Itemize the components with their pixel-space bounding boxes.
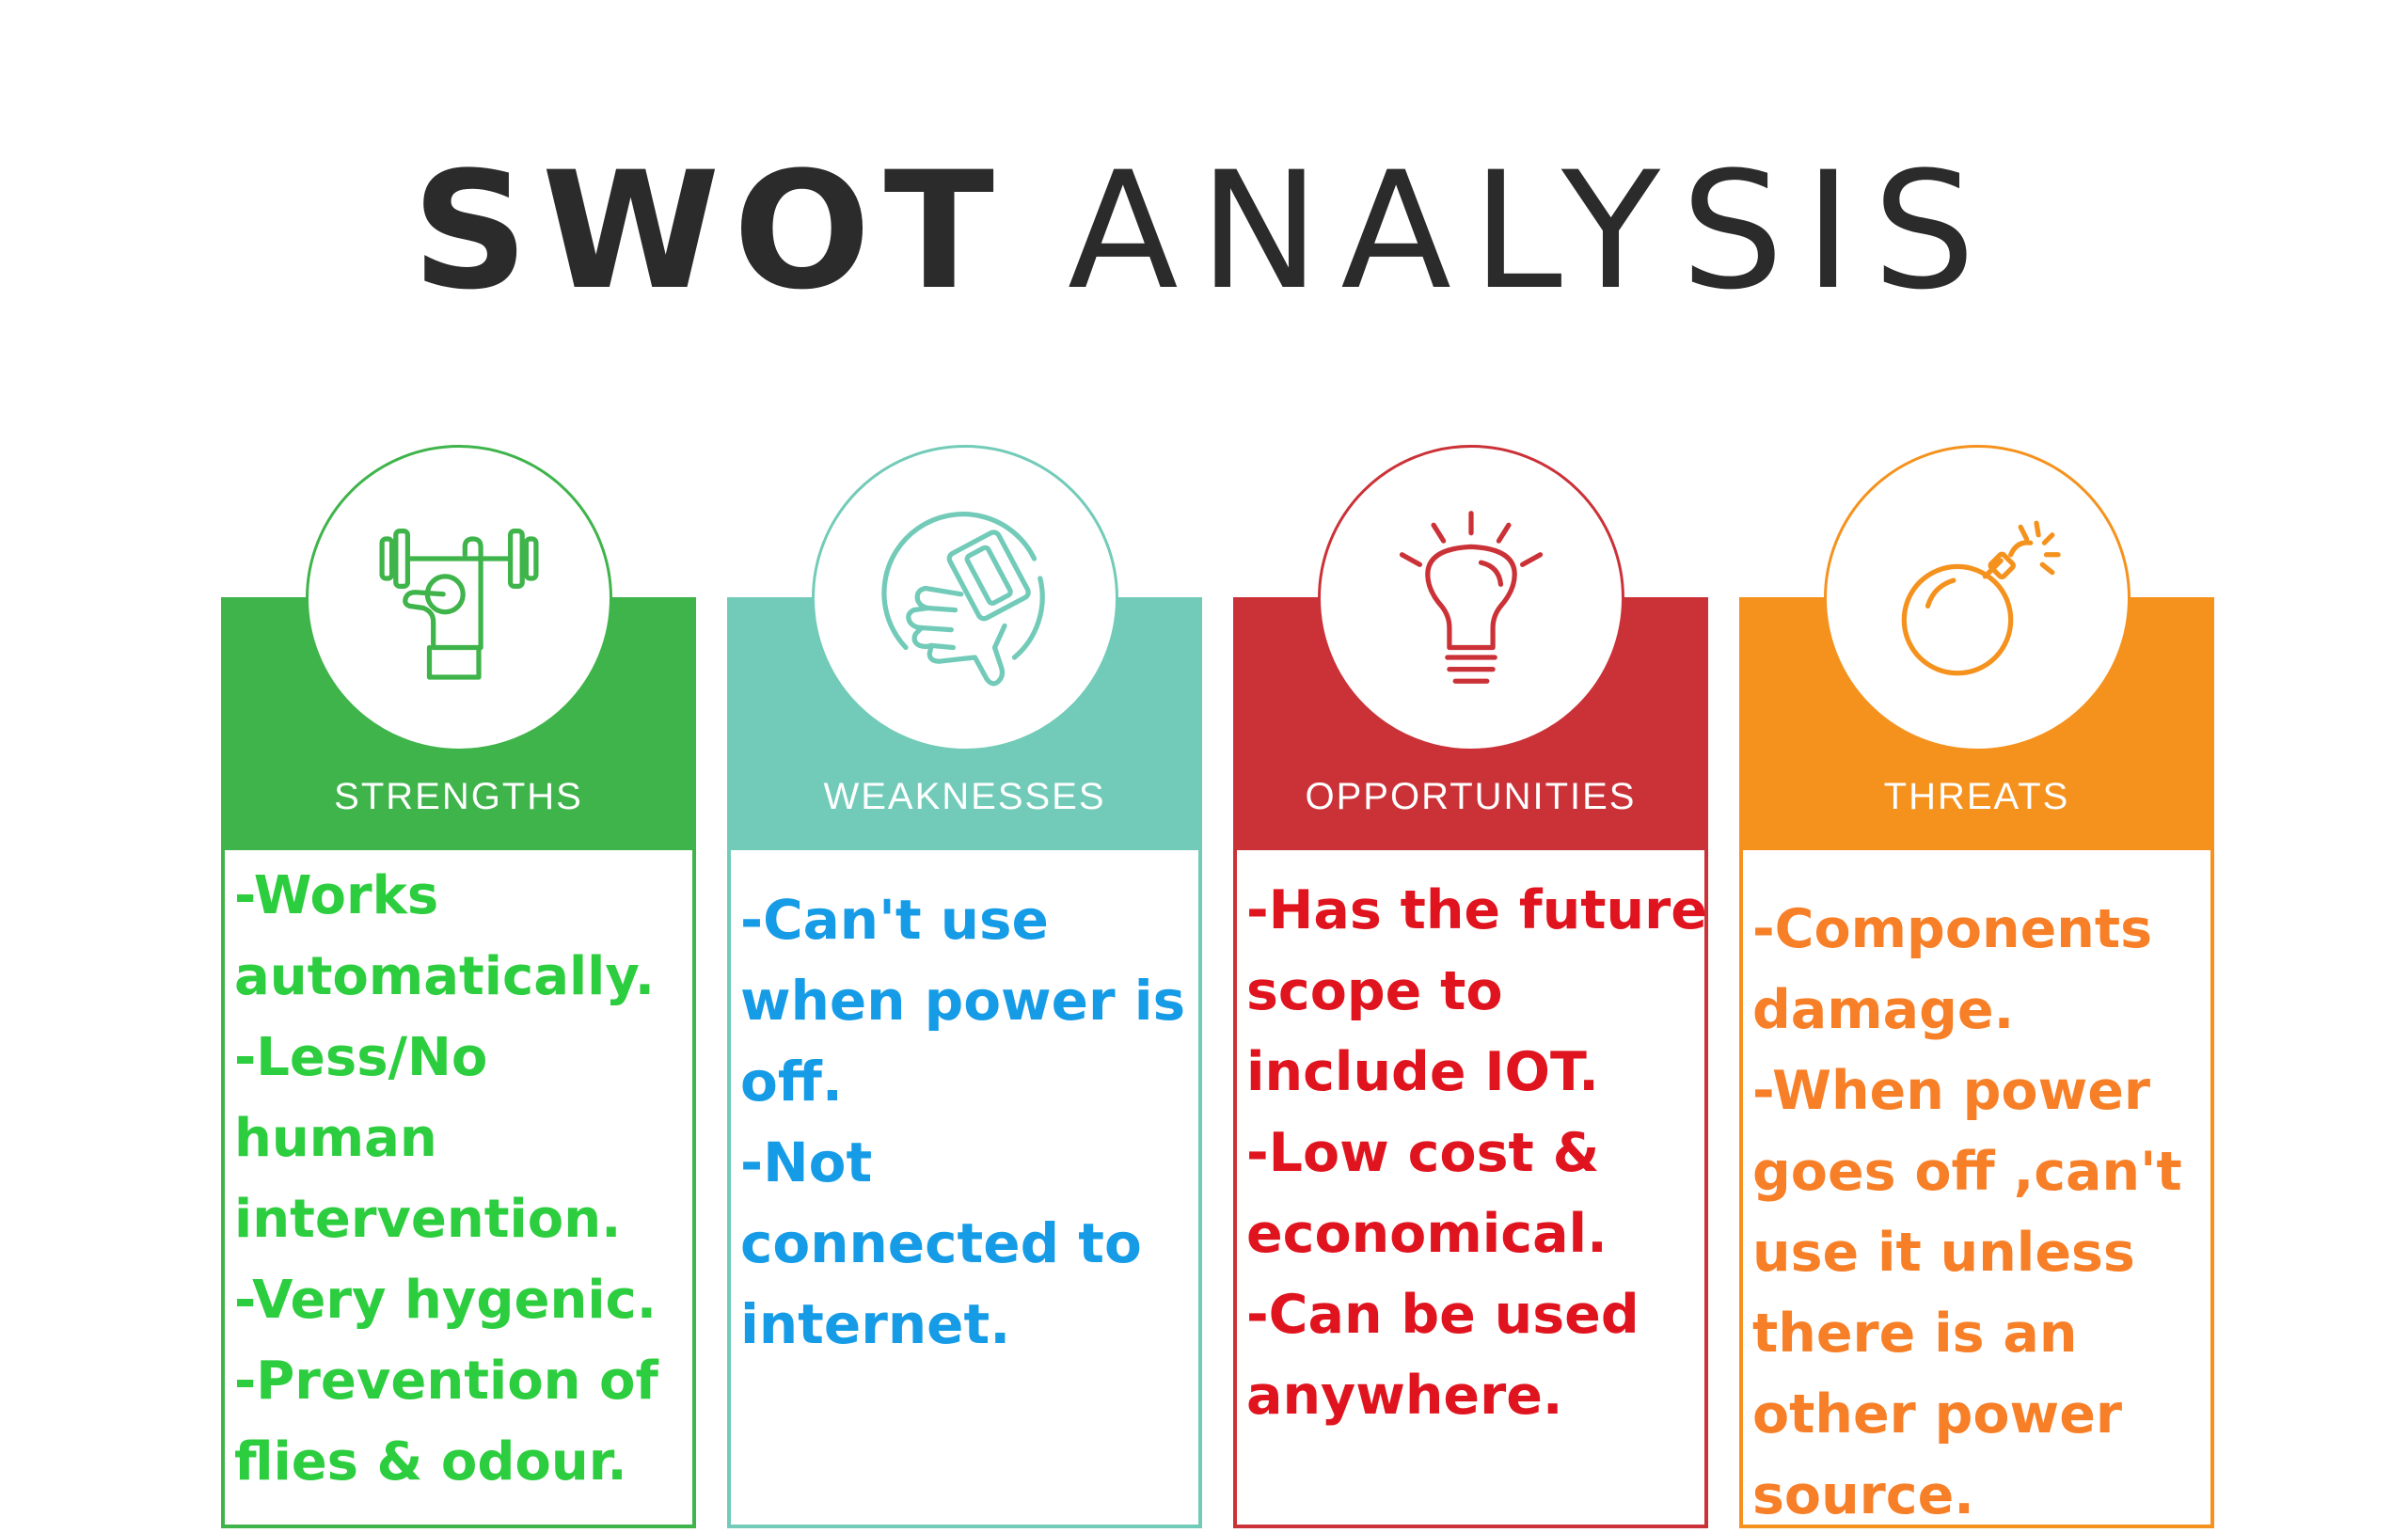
strengths-label: STRENGTHS — [334, 776, 583, 817]
opportunities-box — [1233, 846, 1708, 1528]
opportunities-card: OPPORTUNITIES -Has the future scope to i… — [1233, 445, 1708, 1528]
title-swot: SWOT — [411, 136, 1007, 325]
strengths-box — [221, 846, 696, 1528]
weaknesses-label: WEAKNESSES — [823, 776, 1106, 817]
strengths-icon-circle — [305, 445, 612, 751]
thumbs-down-icon — [880, 512, 1045, 687]
weaknesses-card: WEAKNESSES -Can't use when power is off.… — [727, 445, 1202, 1528]
list-item: -Can be used anywhere. — [1246, 1284, 1640, 1427]
weaknesses-icon-circle — [811, 445, 1118, 751]
lightbulb-icon — [1399, 511, 1543, 684]
threats-icon-circle — [1823, 445, 2131, 751]
list-item: -Can't use when power is off. — [740, 888, 1186, 1114]
title-analysis: ANALYSIS — [1068, 136, 1997, 325]
list-item: -Very hygenic. — [234, 1270, 657, 1331]
list-item: -Works automatically. — [234, 865, 656, 1007]
list-item: -When power goes off ,can't use it unles… — [1752, 1060, 2182, 1526]
list-item: -Low cost & economical. — [1246, 1122, 1608, 1265]
list-item: -Prevention of flies & odour. — [234, 1351, 658, 1493]
opportunities-label: OPPORTUNITIES — [1305, 776, 1637, 817]
list-item: -Has the future scope to include IOT. — [1246, 879, 1707, 1103]
bomb-icon — [1901, 520, 2061, 676]
opportunities-icon-circle — [1317, 445, 1624, 751]
threats-box — [1739, 846, 2214, 1528]
weaknesses-box — [727, 846, 1202, 1528]
opportunities-list: -Has the future scope to include IOT. -L… — [1246, 870, 1726, 1436]
weightlifter-icon — [378, 528, 539, 680]
threats-label: THREATS — [1883, 776, 2070, 817]
list-item: -Less/No human intervention. — [234, 1027, 622, 1250]
strengths-list: -Works automatically. -Less/No human int… — [234, 856, 696, 1503]
list-item: -Components damage. — [1752, 898, 2152, 1041]
threats-card: THREATS -Components damage. -When power … — [1739, 445, 2214, 1528]
strengths-card: STRENGTHS -Works automatically. -Less/No… — [221, 445, 696, 1528]
list-item: -Not connected to internet. — [740, 1130, 1142, 1356]
weaknesses-list: -Can't use when power is off. -Not conne… — [740, 879, 1201, 1365]
threats-list: -Components damage. -When power goes off… — [1752, 889, 2232, 1533]
